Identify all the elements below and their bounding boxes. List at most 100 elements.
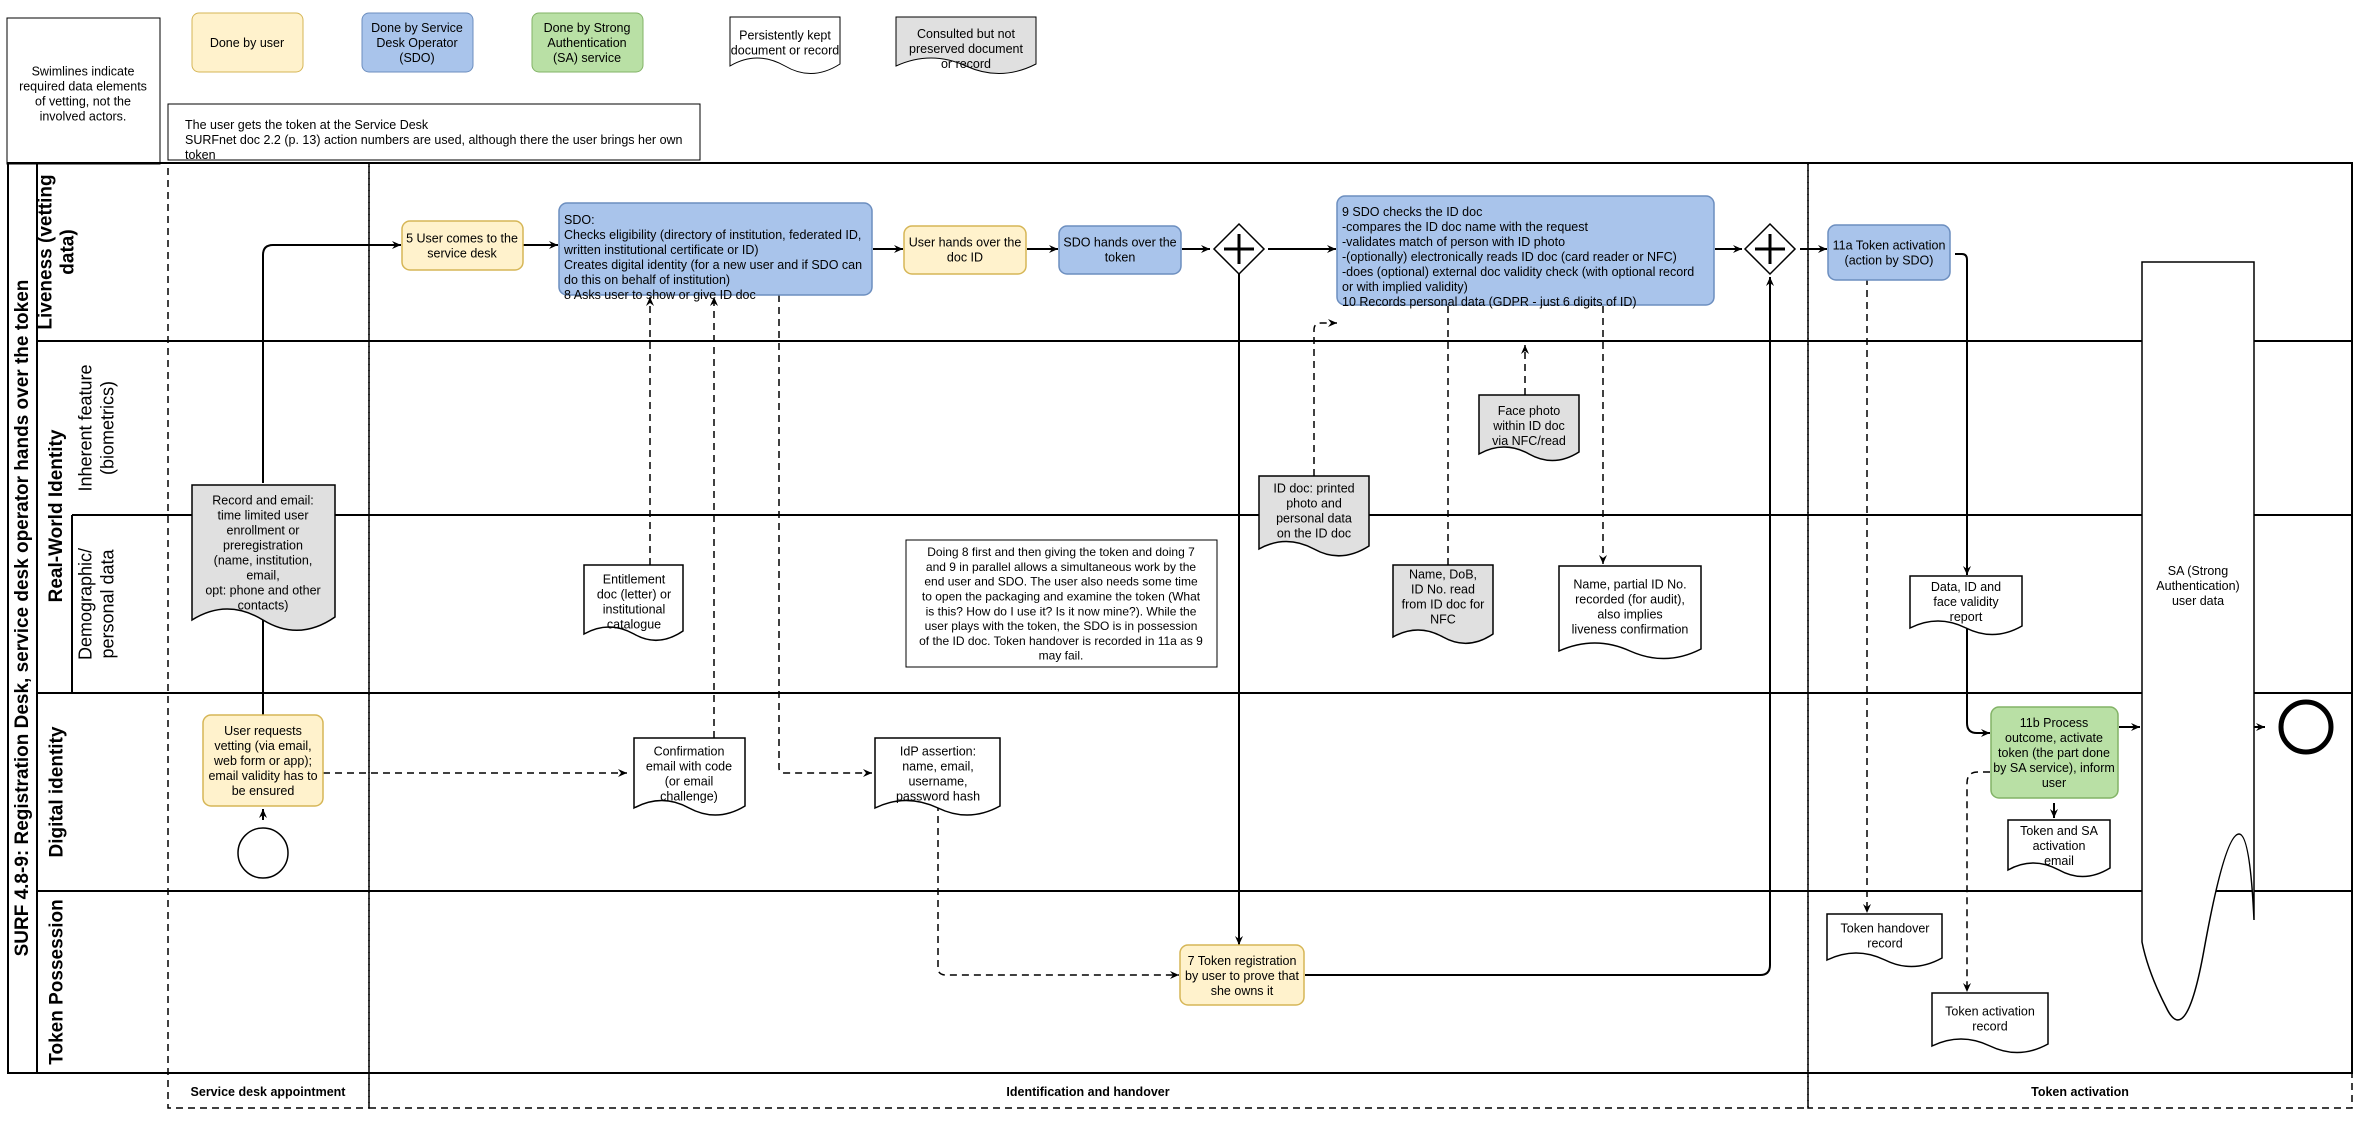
text-line: Demographic/: [75, 548, 95, 660]
text-line: doc (letter) or: [597, 587, 671, 601]
text-line: -compares the ID doc name with the reque…: [1342, 220, 1588, 234]
text-line: Face photo: [1498, 404, 1561, 418]
text-line: Entitlement: [603, 572, 666, 586]
text-line: and 9 in parallel allows a simultaneous …: [926, 560, 1196, 574]
phase-identification-label: Identification and handover: [1006, 1085, 1169, 1099]
text-line: preregistration: [223, 538, 303, 552]
text-line: Name, partial ID No.: [1573, 577, 1686, 591]
text-line: record: [1972, 1019, 2007, 1033]
text-line: SDO:: [564, 213, 595, 227]
text-line: Token activation: [1945, 1004, 2035, 1018]
text-line: Consulted but not: [917, 27, 1016, 41]
text-line: (SDO): [399, 51, 434, 65]
text-line: she owns it: [1211, 984, 1274, 998]
text-line: preserved document: [909, 42, 1023, 56]
text-line: Token handover: [1841, 921, 1930, 935]
text-line: time limited user: [218, 508, 309, 522]
text-line: photo and: [1286, 496, 1342, 510]
task-sdo-checks-eligibility-label: SDO:Checks eligibility (directory of ins…: [563, 213, 862, 302]
text-line: email validity has to: [208, 769, 317, 783]
text-line: (or email: [665, 774, 714, 788]
doc-idp-assertion: IdP assertion:name, email,username,passw…: [874, 737, 1001, 816]
data-associations: [323, 278, 1990, 992]
text-line: written institutional certificate or ID): [563, 243, 759, 257]
text-line: Digital identity: [46, 726, 67, 857]
text-line: NFC: [1430, 612, 1456, 626]
task-token-activation-label: 11a Token activation(action by SDO): [1833, 238, 1946, 267]
text-line: of the ID doc. Token handover is recorde…: [919, 634, 1203, 648]
text-line: of vetting, not the: [35, 94, 131, 108]
legend-user-label: Done by user: [210, 36, 284, 50]
text-line: is this? How do I use it? Is it now mine…: [926, 604, 1197, 618]
text-line: personal data: [1276, 511, 1352, 525]
text-line: username,: [908, 774, 967, 788]
annotation-note-text: Doing 8 first and then giving the token …: [919, 545, 1203, 663]
text-line: Checks eligibility (directory of institu…: [564, 228, 861, 242]
parallel-gateway-split: [1212, 222, 1266, 276]
legend-sa-box: [531, 12, 644, 73]
text-line: Doing 8 first and then giving the token …: [927, 545, 1195, 559]
text-line: user: [2042, 776, 2066, 790]
text-line: SA (Strong: [2168, 564, 2228, 578]
text-line: contacts): [238, 598, 289, 612]
text-line: to open the packaging and examine the to…: [922, 589, 1201, 603]
doc-record-email: Record and email:time limited userenroll…: [191, 484, 336, 631]
text-line: by user to prove that: [1185, 969, 1299, 983]
start-event: [237, 827, 289, 879]
text-line: email with code: [646, 759, 732, 773]
text-line: 11b Process: [2020, 716, 2089, 730]
legend-user-box: [191, 12, 304, 73]
task-token-activation: 11a Token activation(action by SDO): [1827, 224, 1951, 281]
text-line: do this on behalf of institution): [564, 273, 730, 287]
text-line: via NFC/read: [1492, 434, 1566, 448]
phase-activation-label: Token activation: [2031, 1085, 2129, 1099]
text-line: 7 Token registration: [1188, 954, 1297, 968]
text-line: token: [1105, 250, 1136, 264]
end-event: [2278, 699, 2334, 755]
real-world-identity-label: Real-World Identity: [46, 429, 67, 602]
text-line: institutional: [603, 602, 666, 616]
context-note: The user gets the token at the Service D…: [185, 118, 683, 162]
text-line: Creates digital identity (for a new user…: [564, 258, 862, 272]
lane-demographic-label: Demographic/personal data: [75, 548, 117, 660]
text-line: Inherent feature: [75, 364, 95, 491]
text-line: password hash: [896, 789, 980, 803]
text-line: involved actors.: [40, 109, 127, 123]
text-line: SDO hands over the: [1063, 235, 1176, 249]
text-line: SURFnet doc 2.2 (p. 13) action numbers a…: [185, 133, 683, 147]
text-line: data): [57, 229, 78, 274]
text-line: 5 User comes to the: [406, 231, 518, 245]
text-line: Record and email:: [212, 493, 313, 507]
context-note-box: [167, 103, 701, 161]
text-line: document or record: [731, 43, 839, 57]
text-line: within ID doc: [1492, 419, 1565, 433]
phase-groups: [167, 162, 2353, 1109]
text-line: Liveness (vetting: [35, 174, 56, 329]
text-line: vetting (via email,: [214, 739, 311, 753]
text-line: or with implied validity): [1342, 280, 1468, 294]
text-line: face validity: [1933, 595, 1999, 609]
